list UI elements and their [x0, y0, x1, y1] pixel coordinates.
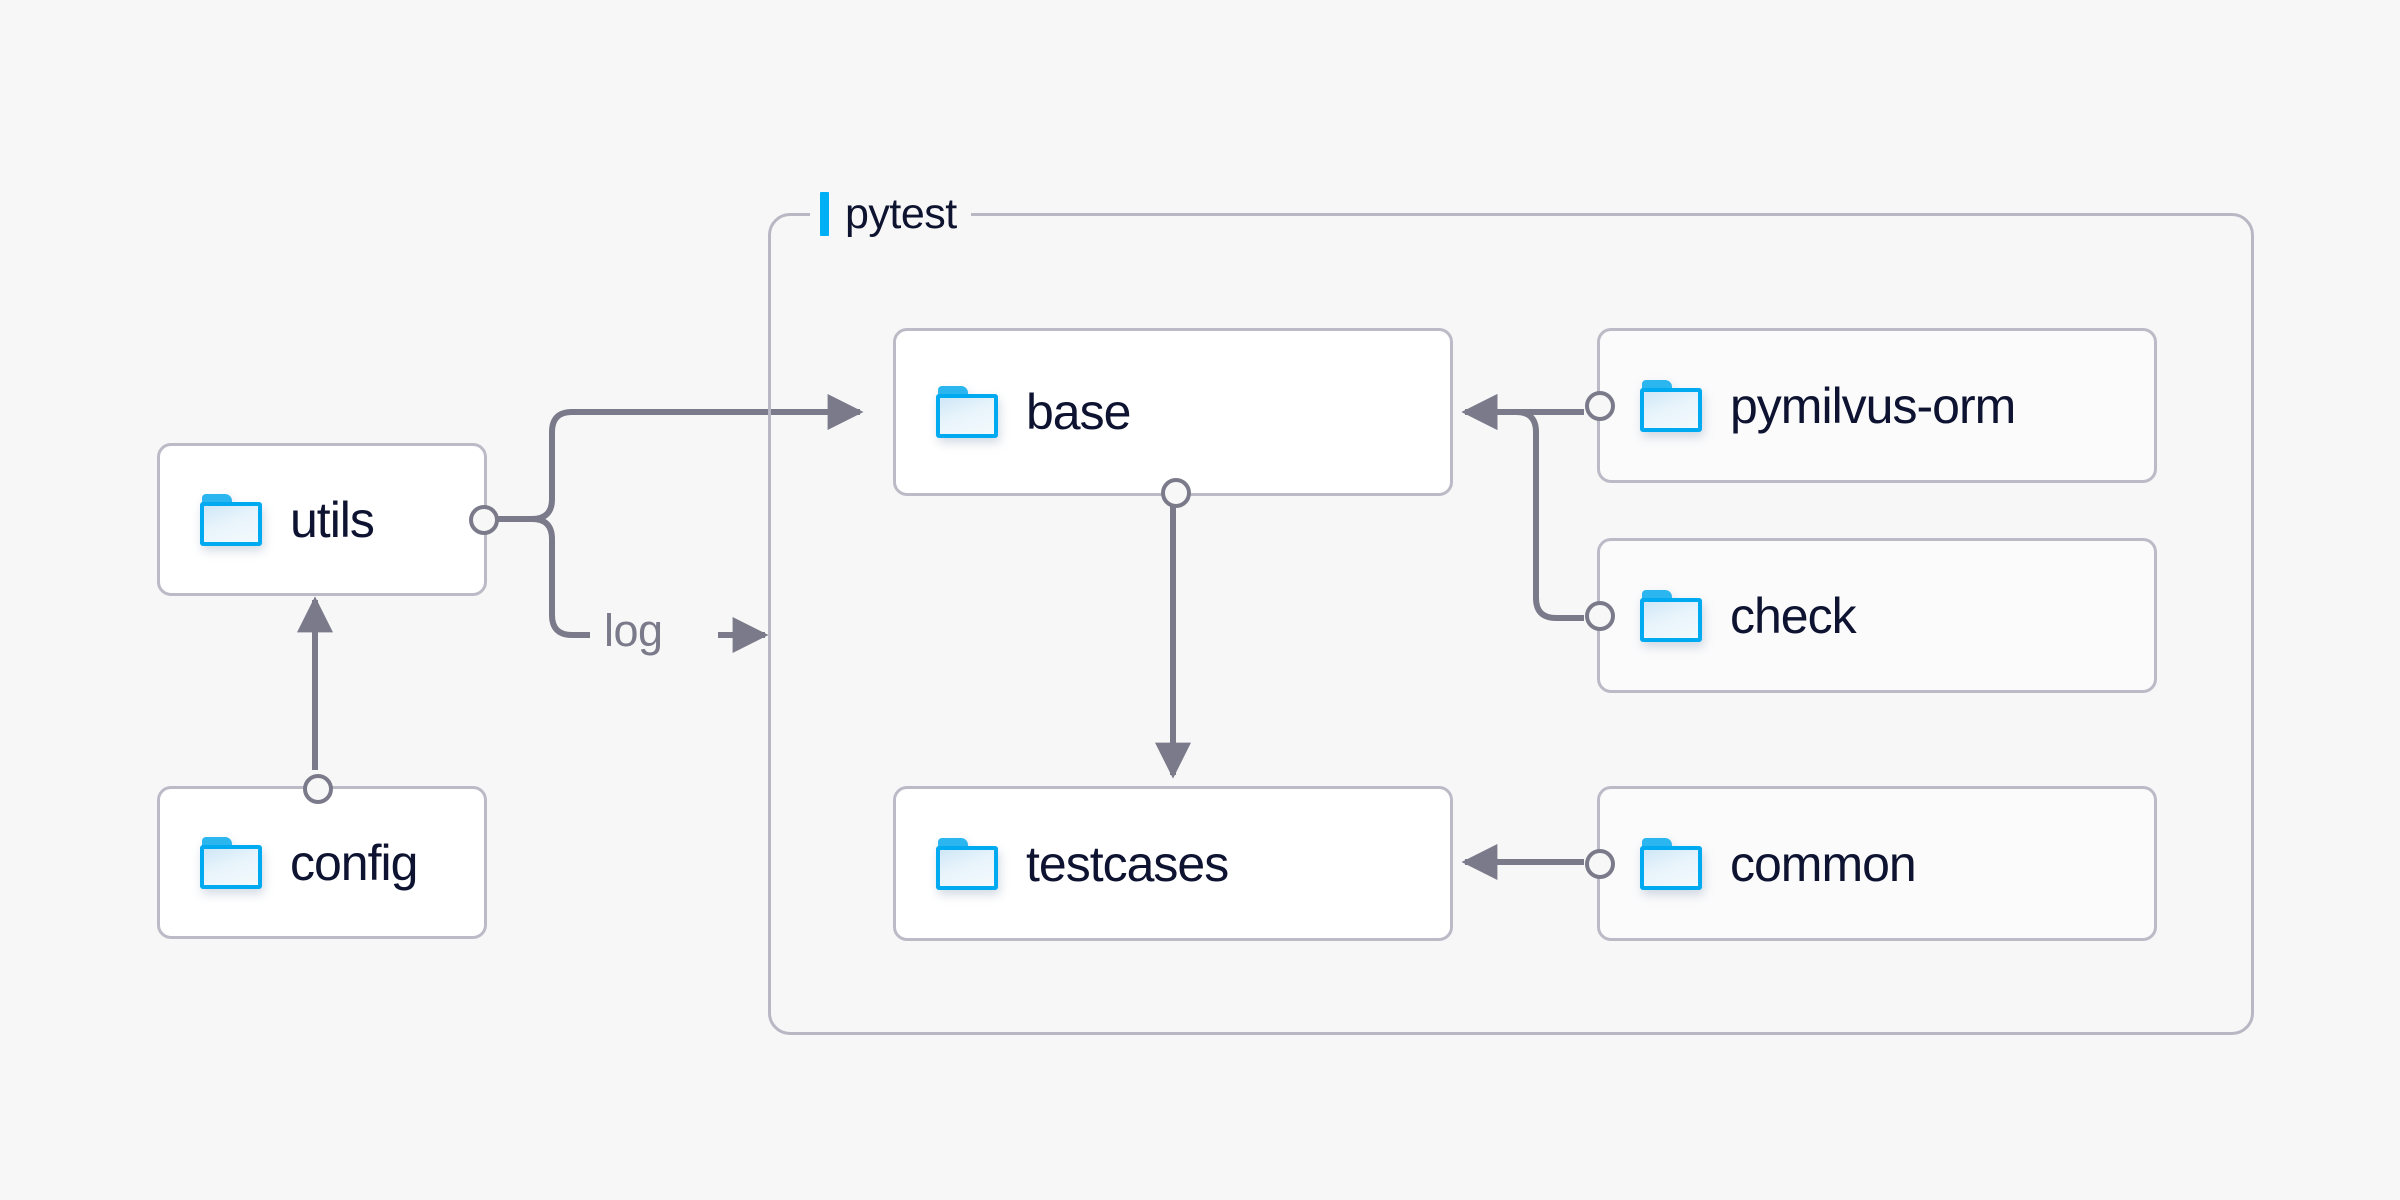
port-pymilvus-orm-left[interactable]: [1585, 390, 1615, 421]
folder-icon: [936, 837, 998, 890]
folder-icon: [1640, 589, 1702, 642]
port-common-left[interactable]: [1585, 848, 1615, 879]
node-pymilvus-orm[interactable]: pymilvus-orm: [1585, 328, 2157, 483]
folder-icon: [936, 386, 998, 438]
edge-utils-to-log: [487, 516, 590, 638]
node-label-base: base: [1026, 384, 1131, 440]
edge-label-log: log: [604, 605, 663, 656]
node-config[interactable]: config: [157, 774, 487, 939]
folder-icon: [1640, 379, 1702, 432]
group-accent-bar: [820, 192, 829, 236]
node-label-testcases: testcases: [1026, 835, 1229, 892]
node-label-utils: utils: [290, 491, 375, 548]
port-utils-right[interactable]: [469, 504, 499, 535]
node-common[interactable]: common: [1585, 786, 2157, 941]
node-label-check: check: [1730, 587, 1857, 644]
node-testcases[interactable]: testcases: [893, 786, 1453, 941]
folder-icon: [200, 493, 262, 546]
pytest-group-label: pytest: [810, 185, 971, 243]
group-title-text: pytest: [845, 189, 957, 238]
port-check-left[interactable]: [1585, 600, 1615, 631]
node-label-pymilvus-orm: pymilvus-orm: [1730, 377, 2016, 434]
node-label-config: config: [290, 834, 418, 891]
node-utils[interactable]: utils: [157, 443, 499, 596]
port-base-bottom[interactable]: [1161, 478, 1191, 508]
node-label-common: common: [1730, 835, 1917, 892]
node-base[interactable]: base: [893, 328, 1453, 508]
node-check[interactable]: check: [1585, 538, 2157, 693]
folder-icon: [1640, 837, 1702, 890]
pytest-group-container[interactable]: [768, 213, 2254, 1035]
port-config-top[interactable]: [303, 774, 333, 804]
folder-icon: [200, 836, 262, 889]
